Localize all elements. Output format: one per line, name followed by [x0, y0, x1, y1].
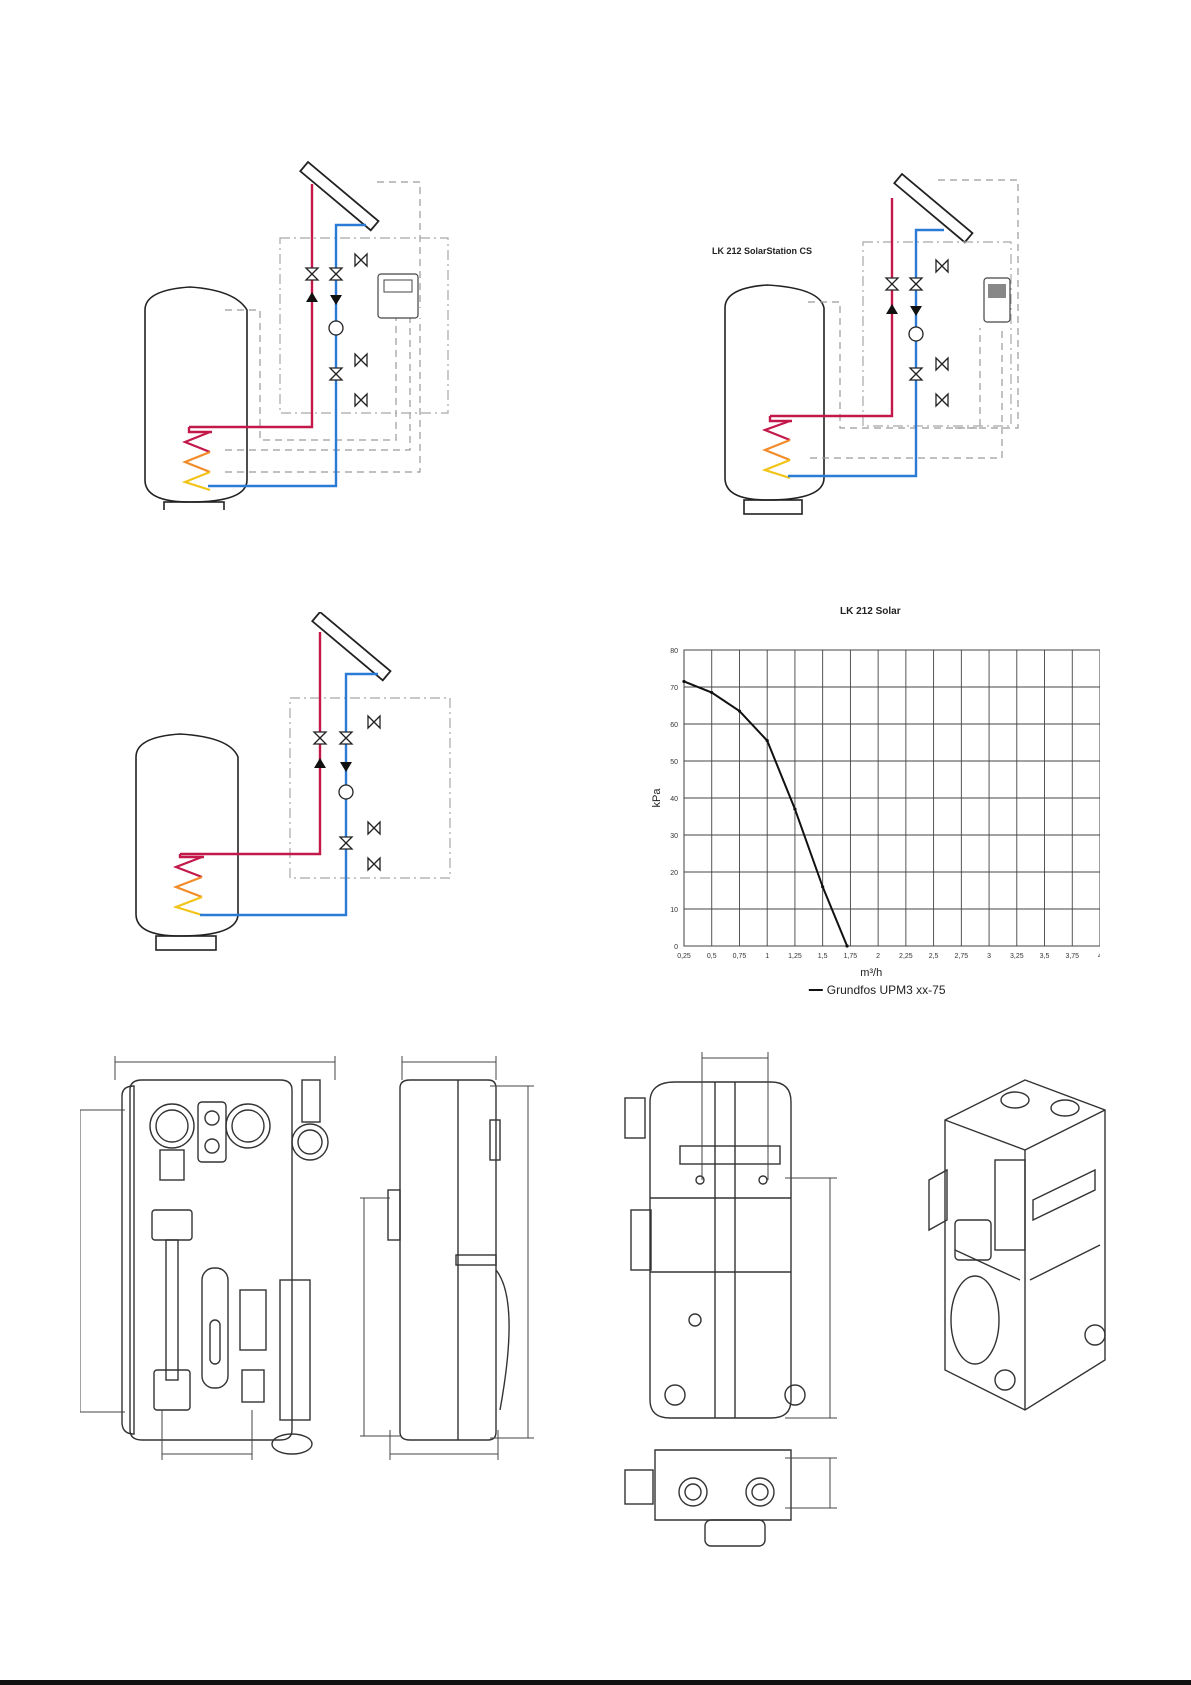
side-view-drawing — [360, 1050, 540, 1460]
cold-pipe — [788, 230, 944, 476]
y-tick-label: 10 — [670, 907, 678, 914]
diagram-solar-station-cs: LK 212 SolarStation CS — [720, 158, 1040, 518]
front-view-drawing — [80, 1050, 360, 1460]
x-tick-label: 0,25 — [677, 953, 691, 960]
station-frame — [280, 238, 448, 413]
y-tick-label: 30 — [670, 833, 678, 840]
cold-pipe — [208, 225, 366, 486]
series-point — [682, 680, 685, 683]
y-tick-label: 70 — [670, 685, 678, 692]
schematic-2-svg — [720, 158, 1040, 518]
pump-symbol — [339, 785, 353, 799]
x-tick-label: 1 — [765, 953, 769, 960]
series-point — [710, 691, 713, 694]
x-tick-label: 2 — [876, 953, 880, 960]
x-tick-label: 2,5 — [929, 953, 939, 960]
x-tick-label: 1,25 — [788, 953, 802, 960]
y-tick-label: 50 — [670, 759, 678, 766]
y-tick-label: 40 — [670, 796, 678, 803]
pump-symbol — [329, 321, 343, 335]
diagram-solar-station-1 — [130, 150, 470, 510]
chart-svg: 0,25 0,5 0,75 1 1,25 1,5 1,75 2 2,25 2,5 2,75 3 3,25… — [640, 600, 1100, 1000]
series-point — [845, 944, 848, 947]
pump-symbol — [909, 327, 923, 341]
series-point — [821, 885, 824, 888]
isometric-drawing — [905, 1070, 1125, 1430]
x-tick-label: 3,75 — [1065, 953, 1079, 960]
hot-pipe — [189, 184, 312, 427]
diagram-cs-label: LK 212 SolarStation CS — [712, 246, 812, 256]
series-point — [793, 808, 796, 811]
heat-exchanger-coil — [765, 421, 790, 478]
x-tick-label: 2,25 — [899, 953, 913, 960]
legend-label: Grundfos UPM3 xx-75 — [827, 983, 946, 997]
x-tick-label: 2,75 — [955, 953, 969, 960]
y-tick-label: 60 — [670, 722, 678, 729]
series-point — [738, 709, 741, 712]
storage-tank — [725, 285, 824, 514]
heat-exchanger-coil — [185, 432, 210, 490]
hot-pipe — [770, 198, 892, 416]
x-tick-label: 4 — [1098, 953, 1100, 960]
storage-tank — [136, 734, 238, 950]
hot-pipe — [180, 632, 320, 854]
y-tick-label: 80 — [670, 648, 678, 655]
footer-rule — [0, 1680, 1191, 1685]
x-axis-label: m³/h — [860, 967, 882, 979]
x-tick-label: 1,5 — [818, 953, 828, 960]
solar-collector — [312, 612, 390, 680]
y-tick-label: 0 — [674, 944, 678, 951]
solar-collector — [894, 174, 972, 242]
diagram-solar-station-basic — [120, 612, 460, 952]
x-tick-label: 0,5 — [707, 953, 717, 960]
x-tick-label: 3,25 — [1010, 953, 1024, 960]
sensor-lines — [225, 182, 420, 472]
rear-view-drawing — [595, 1050, 845, 1560]
x-tick-label: 3 — [987, 953, 991, 960]
x-tick-label: 1,75 — [844, 953, 858, 960]
y-axis-label: kPa — [651, 788, 663, 808]
x-tick-label: 0,75 — [733, 953, 747, 960]
schematic-3-svg — [120, 612, 460, 952]
y-tick-label: 20 — [670, 870, 678, 877]
series-point — [766, 739, 769, 742]
heat-exchanger-coil — [176, 857, 202, 915]
schematic-1-svg — [130, 150, 470, 510]
x-tick-label: 3,5 — [1040, 953, 1050, 960]
